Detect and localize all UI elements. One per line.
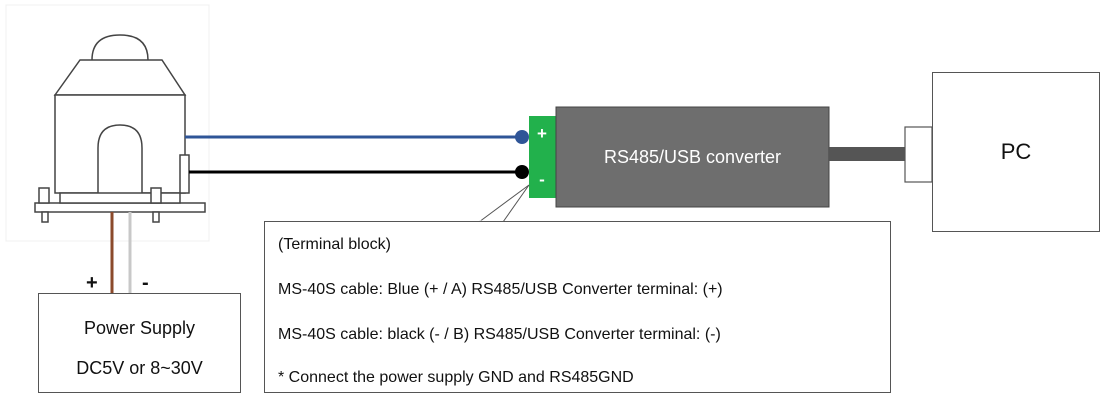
sensor-connector	[179, 154, 190, 194]
usb-cable	[829, 147, 905, 161]
sensor-image-frame	[5, 4, 210, 242]
note-line-blue: MS-40S cable: Blue (+ / A) RS485/USB Con…	[278, 281, 723, 298]
black-wire-end	[515, 165, 529, 179]
pc-label: PC	[1000, 139, 1032, 164]
terminal-note-box	[264, 221, 891, 393]
converter-box	[555, 106, 830, 208]
sensor-dome	[91, 34, 149, 61]
terminal-block	[529, 116, 556, 198]
callout-pointer	[478, 184, 530, 223]
sensor-base-plate	[34, 202, 206, 213]
terminal-minus-label: -	[539, 170, 545, 189]
power-plus-label: +	[86, 272, 98, 294]
sensor-cap	[53, 59, 187, 96]
note-title: (Terminal block)	[278, 236, 391, 253]
converter-label: RS485/USB converter	[603, 146, 782, 167]
screw	[150, 187, 162, 204]
power-minus-label: -	[142, 272, 149, 294]
sensor-device	[34, 34, 206, 223]
usb-plug	[904, 126, 933, 183]
blue-wire-end	[515, 130, 529, 144]
screw	[38, 187, 50, 204]
note-line-gnd: * Connect the power supply GND and RS485…	[278, 369, 634, 386]
power-supply-voltage: DC5V or 8~30V	[76, 358, 203, 378]
power-supply-title: Power Supply	[83, 318, 196, 338]
note-line-black: MS-40S cable: black (- / B) RS485/USB Co…	[278, 326, 721, 343]
terminal-plus-label: +	[537, 124, 547, 143]
pc-box	[932, 72, 1100, 232]
power-supply-box	[38, 293, 241, 393]
sensor-arch	[97, 124, 143, 193]
